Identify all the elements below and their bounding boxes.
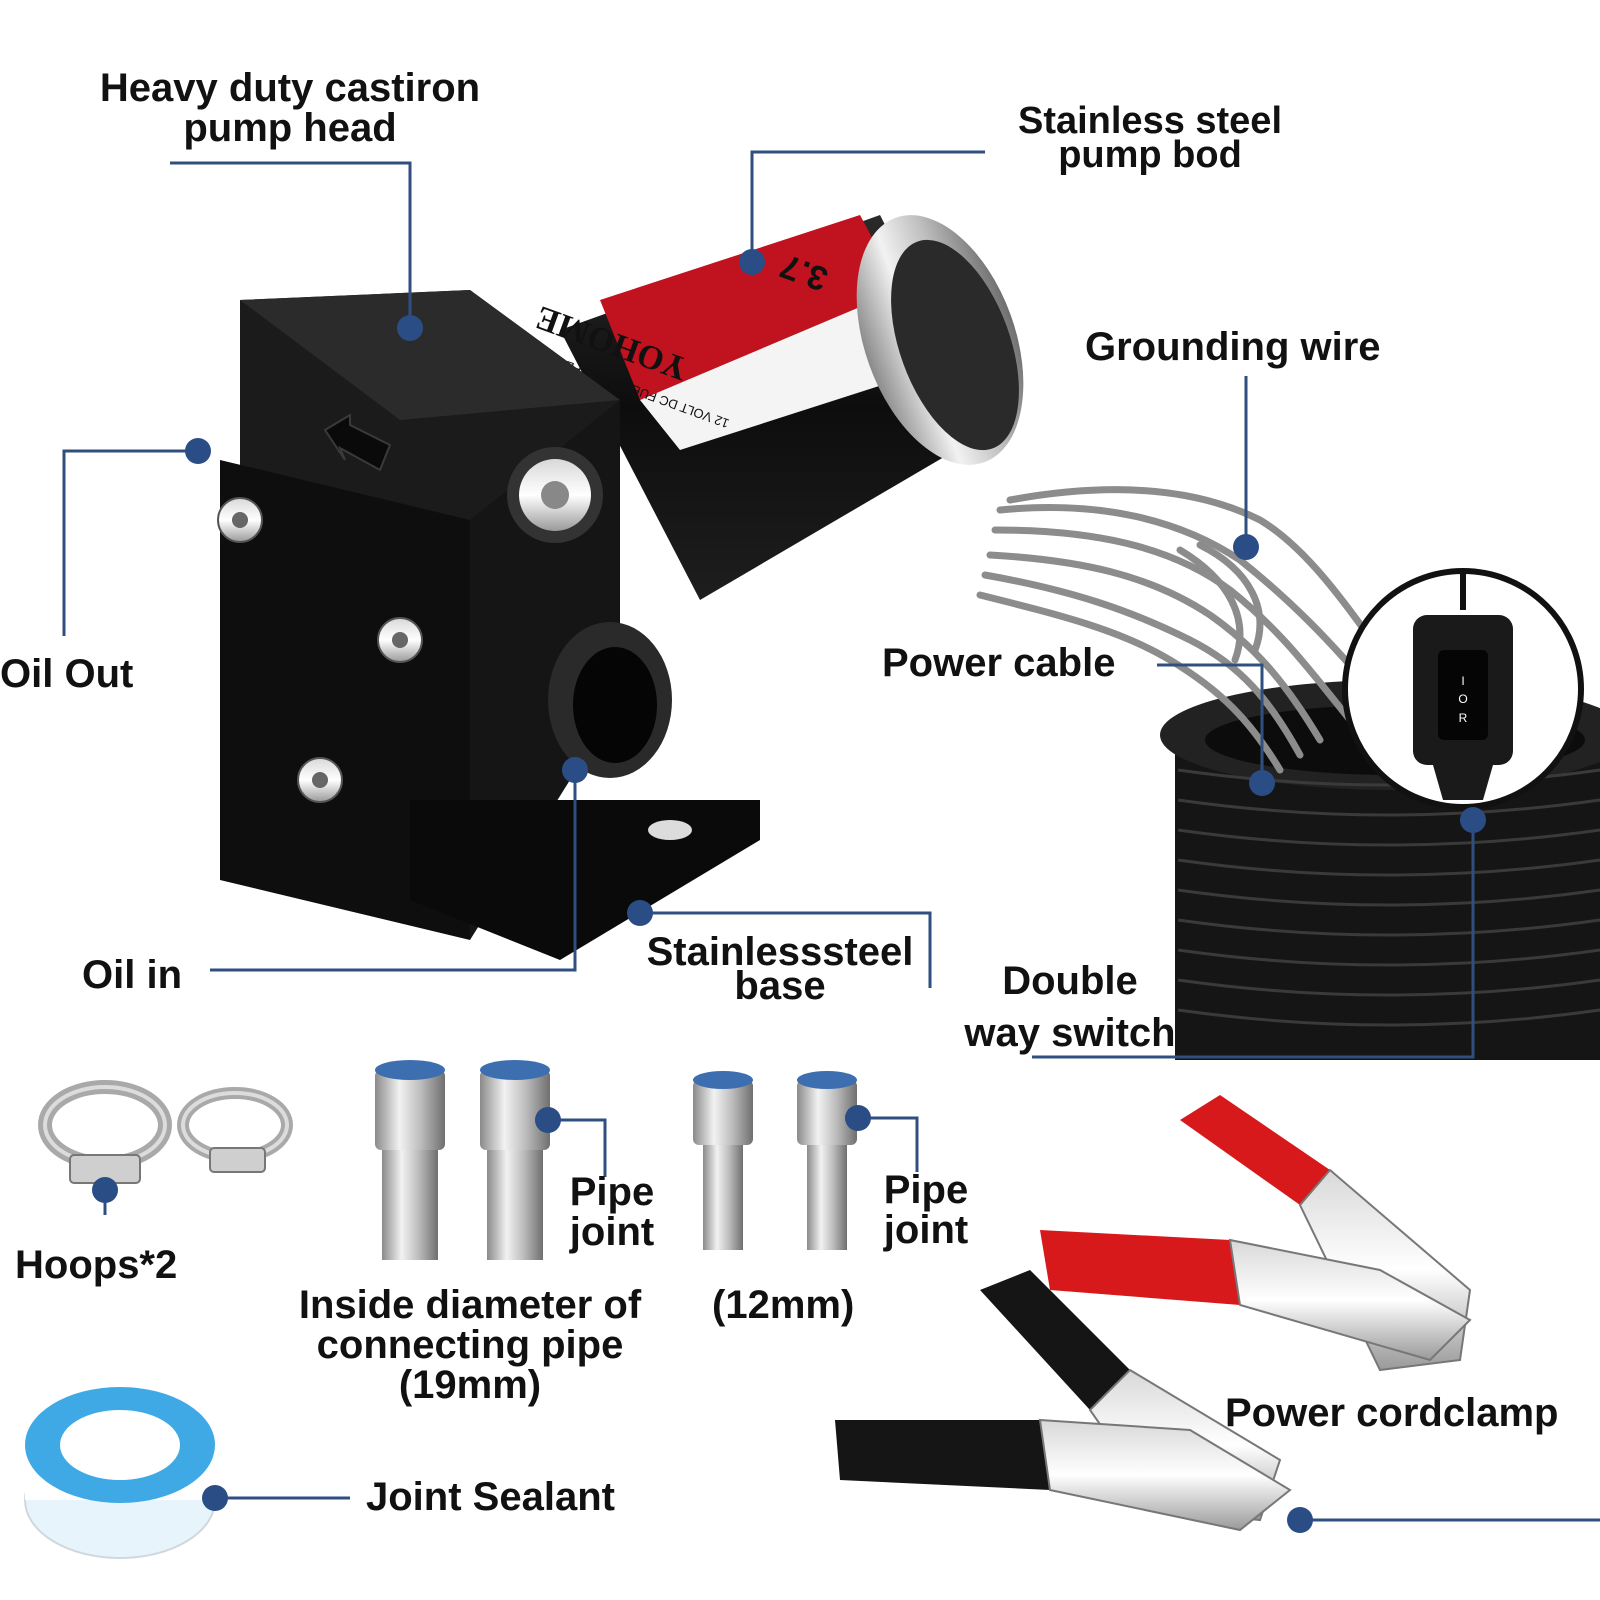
switch-inset: I O R: [1342, 568, 1584, 810]
grounding-wires: [976, 486, 1404, 774]
leader-dots: [92, 249, 1486, 1533]
pump-motor: YOHOME 3.7 12 VOLT DC FUEL TRANSFER PUMP: [515, 215, 1024, 600]
svg-text:R: R: [1459, 711, 1468, 725]
pipe-joint-icon: [375, 1060, 857, 1260]
label-hoops: Hoops*2: [15, 1243, 178, 1287]
svg-text:O: O: [1458, 692, 1467, 706]
flow-arrow-icon: [323, 413, 392, 472]
sealant-tape-icon: [24, 1387, 216, 1559]
hose-clamp-icon: [38, 1080, 293, 1184]
leader-lines: [62, 150, 1600, 1522]
alligator-clip-icon: [835, 1095, 1472, 1532]
label-oil-in: Oil in: [82, 953, 182, 997]
rocker-switch-icon: I: [1461, 674, 1464, 688]
pump-head: [217, 290, 760, 960]
label-joint-sealant: Joint Sealant: [366, 1475, 615, 1519]
label-12mm: (12mm): [712, 1283, 855, 1327]
label-power-cable: Power cable: [882, 641, 1116, 685]
label-power-clamp: Power cordclamp: [1225, 1391, 1559, 1435]
label-grounding-wire: Grounding wire: [1085, 325, 1381, 369]
label-oil-out: Oil Out: [0, 652, 134, 696]
